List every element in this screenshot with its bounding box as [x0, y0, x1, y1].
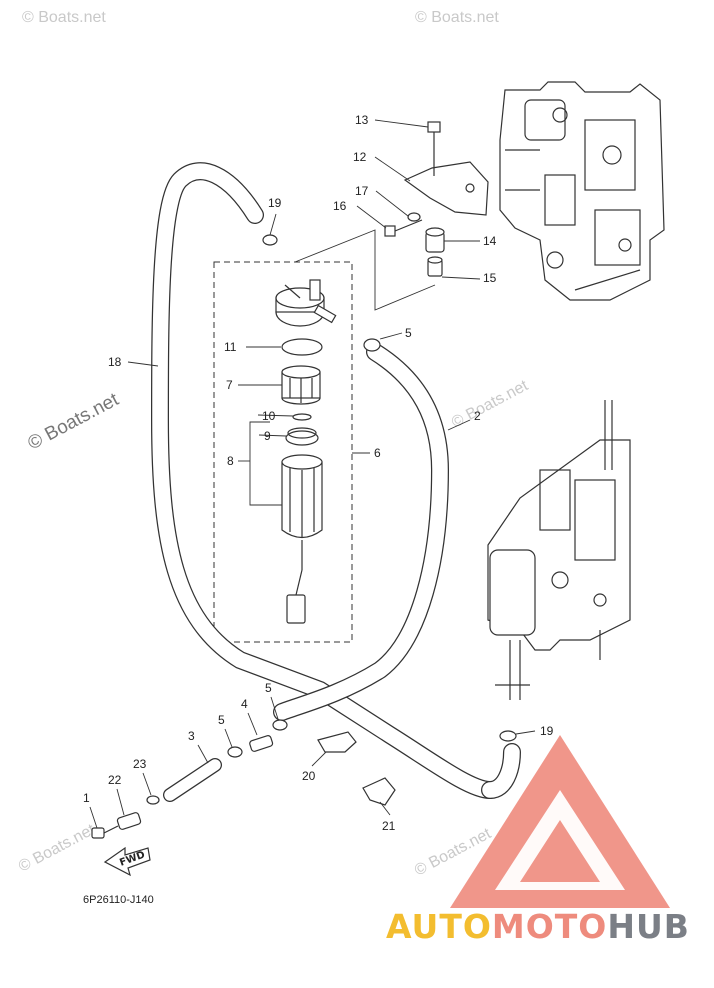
- fuel-hose: [273, 343, 450, 721]
- callout-9: 9: [264, 429, 271, 443]
- filter-element: [281, 365, 321, 405]
- bracket-hole: [465, 183, 475, 193]
- automotohub-logo: AUTOMOTOHUB: [386, 735, 690, 946]
- callout-17: 17: [355, 184, 369, 198]
- callouts: 13 12 17 16 19 14 15 5 11 7 10 9 8 6 18 …: [83, 113, 554, 833]
- forward-direction-arrow: FWD: [103, 846, 151, 877]
- callout-13: 13: [355, 113, 369, 127]
- callout-16: 16: [333, 199, 347, 213]
- watermark-left: © Boats.net: [24, 389, 122, 455]
- callout-14: 14: [483, 234, 497, 248]
- hose-clip: [499, 730, 517, 742]
- watermark-bottom-left: © Boats.net: [16, 821, 98, 876]
- fitting: [91, 825, 119, 839]
- callout-8: 8: [227, 454, 234, 468]
- callout-18: 18: [108, 355, 122, 369]
- float: [285, 427, 319, 446]
- callout-2: 2: [474, 409, 481, 423]
- snap-ring: [292, 413, 312, 421]
- callout-10: 10: [262, 409, 276, 423]
- callout-1: 1: [83, 791, 90, 805]
- callout-23: 23: [133, 757, 147, 771]
- bolt: [384, 219, 423, 237]
- bracket: [403, 161, 489, 216]
- hose-clip: [227, 746, 243, 758]
- hose-clip: [363, 338, 381, 352]
- callout-7: 7: [226, 378, 233, 392]
- short-hose: [163, 758, 222, 802]
- grommet: [425, 227, 445, 253]
- watermark-mid-right: © Boats.net: [449, 377, 531, 432]
- bolt: [427, 121, 441, 176]
- hose-clip: [146, 795, 160, 805]
- callout-6: 6: [374, 446, 381, 460]
- hose-clip: [272, 719, 288, 731]
- filter-head: [275, 279, 337, 327]
- hose-holder: [317, 731, 357, 753]
- diagram-code: 6P26110-J140: [83, 894, 154, 906]
- callout-5-top: 5: [405, 326, 412, 340]
- hose-joint: [249, 735, 274, 752]
- hose-holder: [362, 777, 396, 806]
- filter-cup: [281, 454, 323, 624]
- callout-5-lower-left: 5: [218, 713, 225, 727]
- callout-4: 4: [241, 697, 248, 711]
- hose-clip: [262, 234, 278, 246]
- callout-22: 22: [108, 773, 122, 787]
- callout-20: 20: [302, 769, 316, 783]
- callout-19-top: 19: [268, 196, 282, 210]
- callout-11: 11: [224, 340, 237, 354]
- vapor-separator-illustration: [487, 400, 631, 700]
- logo-text: AUTOMOTOHUB: [386, 907, 690, 946]
- watermark-top-left: © Boats.net: [22, 9, 106, 26]
- callout-12: 12: [353, 150, 367, 164]
- o-ring: [281, 338, 323, 356]
- joint: [116, 812, 142, 830]
- callout-19-bottom: 19: [540, 724, 554, 738]
- callout-21: 21: [382, 819, 396, 833]
- callout-5-lower: 5: [265, 681, 272, 695]
- callout-15: 15: [483, 271, 497, 285]
- watermark-top-right: © Boats.net: [415, 9, 499, 26]
- washer: [407, 212, 421, 222]
- leader-lines: [89, 119, 536, 829]
- filter-assembly-group-box: [213, 261, 353, 643]
- callout-3: 3: [188, 729, 195, 743]
- engine-block-illustration: [499, 81, 665, 301]
- fuel-hose-long: [150, 162, 521, 799]
- collar: [427, 256, 443, 277]
